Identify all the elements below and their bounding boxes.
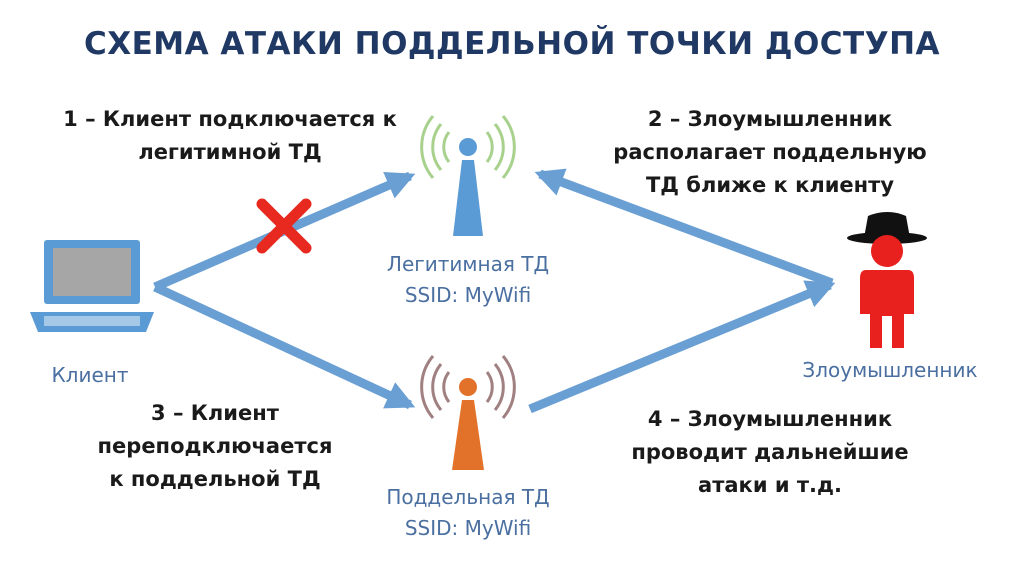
fake-ap-label: Поддельная ТД SSID: MyWifi bbox=[386, 485, 550, 540]
diagram-title: СХЕМА АТАКИ ПОДДЕЛЬНОЙ ТОЧКИ ДОСТУПА bbox=[83, 26, 941, 62]
fake-antenna-icon bbox=[420, 355, 516, 470]
legit-ap-label: Легитимная ТД SSID: MyWifi bbox=[386, 252, 550, 307]
attacker-label: Злоумышленник bbox=[802, 358, 978, 382]
laptop-icon bbox=[30, 240, 154, 332]
legit-antenna-icon bbox=[420, 115, 516, 236]
step-4-text: 4 – Злоумышленник проводит дальнейшие ат… bbox=[631, 407, 909, 497]
step-2-text: 2 – Злоумышленник располагает поддельную… bbox=[613, 107, 927, 197]
arrows bbox=[153, 168, 836, 414]
step-3-text: 3 – Клиент переподключается к поддельной… bbox=[97, 401, 333, 491]
step-1-text: 1 – Клиент подключается к легитимной ТД bbox=[63, 107, 397, 164]
arrow-attacker-to-legit bbox=[534, 168, 834, 288]
hacker-icon bbox=[847, 212, 927, 348]
arrow-client-to-fake bbox=[153, 282, 416, 410]
client-label: Клиент bbox=[51, 363, 129, 387]
cross-icon bbox=[256, 198, 312, 254]
arrow-fake-to-attacker bbox=[528, 280, 836, 414]
